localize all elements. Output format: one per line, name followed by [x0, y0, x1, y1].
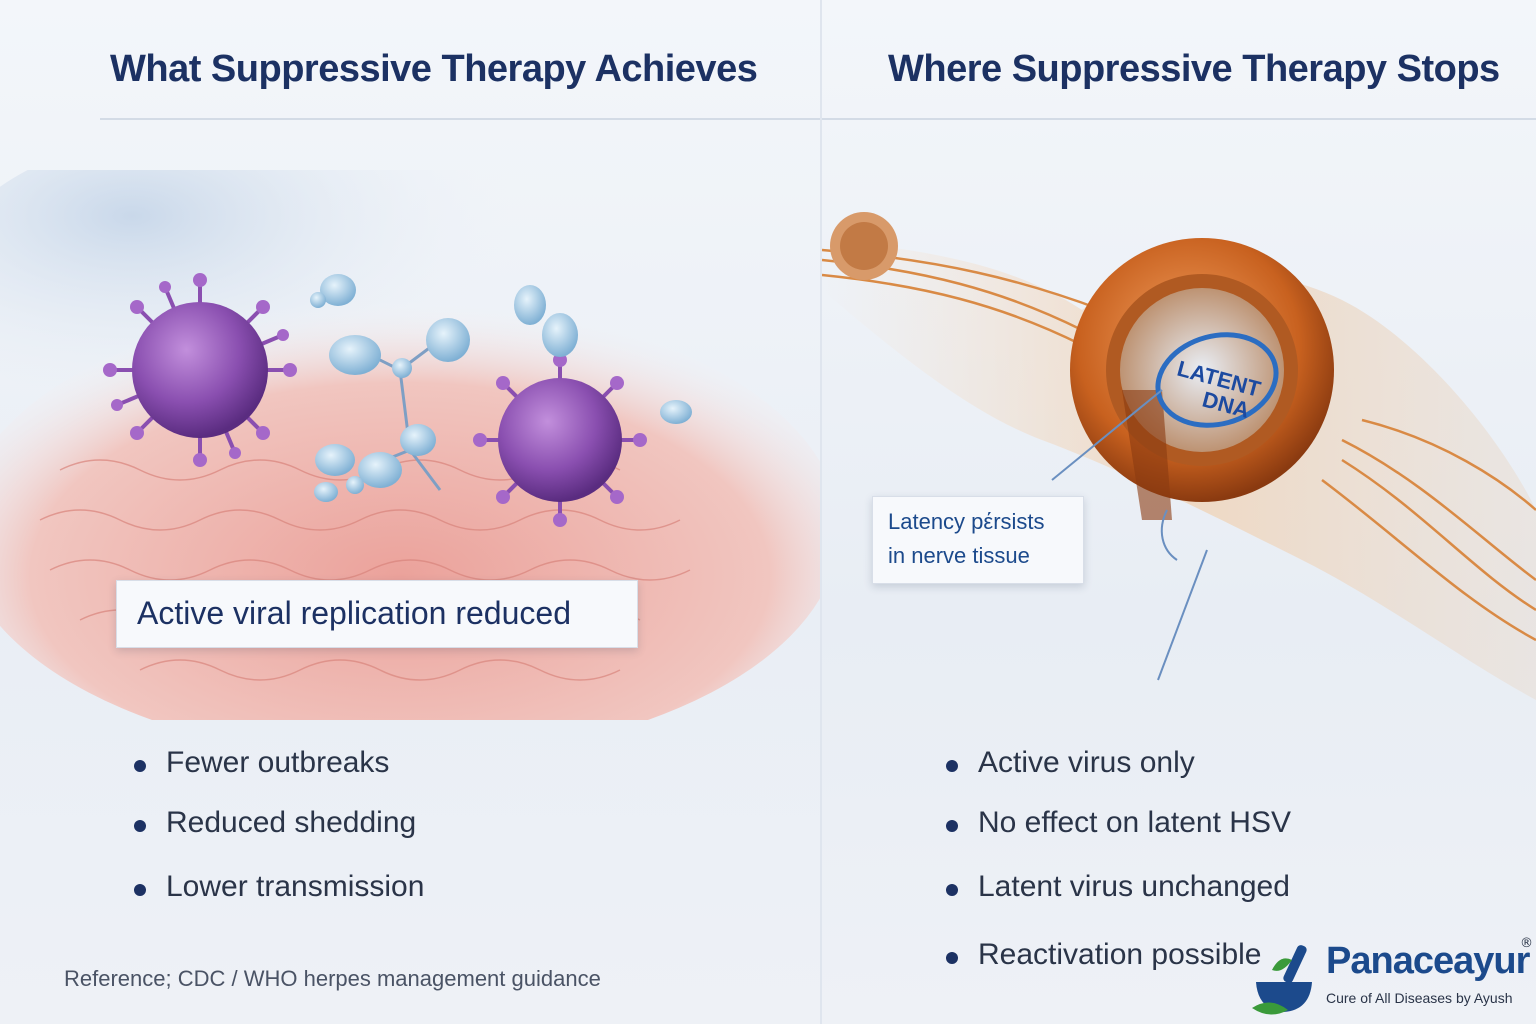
right-bullet-item: Reactivation possible	[946, 938, 1291, 998]
immune-cell	[830, 212, 898, 280]
right-panel-title: Where Suppressive Therapy Stops	[888, 48, 1500, 90]
left-panel-title: What Suppressive Therapy Achieves	[110, 48, 758, 90]
right-panel: Where Suppressive Therapy Stops	[822, 0, 1536, 1024]
left-bullet-item: Fewer outbreaks	[134, 746, 424, 806]
latency-callout: Latency pέrsists in nerve tissue	[872, 496, 1084, 584]
right-header-rule	[822, 118, 1536, 120]
left-bullet-text: Reduced shedding	[166, 806, 417, 839]
bullet-dot	[946, 820, 958, 832]
replication-callout: Active viral replication reduced	[116, 580, 638, 648]
left-bullet-item: Lower transmission	[134, 870, 424, 930]
right-bullet-item: Active virus only	[946, 746, 1291, 806]
panaceayur-logo: Panaceayur ® Cure of All Diseases by Ayu…	[1250, 936, 1533, 1020]
bullet-dot	[946, 952, 958, 964]
bullet-dot	[134, 884, 146, 896]
latency-callout-line1: Latency pέrsists	[888, 509, 1045, 534]
reference-note: Reference; CDC / WHO herpes management g…	[64, 966, 601, 991]
antibody-cluster	[310, 274, 692, 502]
right-bullet-text: Latent virus unchanged	[978, 870, 1290, 903]
virus-particle-left	[103, 273, 297, 467]
replication-callout-text: Active viral replication reduced	[137, 595, 571, 631]
brand-name: Panaceayur	[1326, 940, 1530, 982]
bullet-dot	[134, 820, 146, 832]
left-bullet-list: Fewer outbreaks Reduced shedding Lower t…	[134, 746, 424, 930]
registered-mark: ®	[1520, 936, 1533, 951]
ganglion-cell	[1070, 238, 1334, 520]
brand-tagline: Cure of All Diseases by Ayush	[1326, 990, 1513, 1006]
pointer-lines	[1051, 389, 1208, 681]
right-bullet-text: Reactivation possible	[978, 938, 1262, 971]
left-header-rule	[100, 118, 820, 120]
bullet-dot	[946, 760, 958, 772]
mortar-leaf-icon	[1252, 945, 1312, 1015]
latency-callout-line2: in nerve tissue	[888, 543, 1030, 568]
right-bullet-list: Active virus only No effect on latent HS…	[946, 746, 1291, 998]
virus-particle-right	[473, 353, 647, 527]
right-bullet-item: Latent virus unchanged	[946, 870, 1291, 938]
right-bullet-text: Active virus only	[978, 746, 1195, 779]
left-bullet-item: Reduced shedding	[134, 806, 424, 870]
right-bullet-text: No effect on latent HSV	[978, 806, 1291, 839]
left-panel: What Suppressive Therapy Achieves	[0, 0, 820, 1024]
nerve-latency-illustration: LATENT DNA	[822, 212, 1536, 700]
panel-divider	[820, 0, 822, 1024]
left-bullet-text: Fewer outbreaks	[166, 746, 390, 779]
bullet-dot	[946, 884, 958, 896]
left-bullet-text: Lower transmission	[166, 870, 425, 903]
right-bullet-item: No effect on latent HSV	[946, 806, 1291, 870]
bullet-dot	[134, 760, 146, 772]
